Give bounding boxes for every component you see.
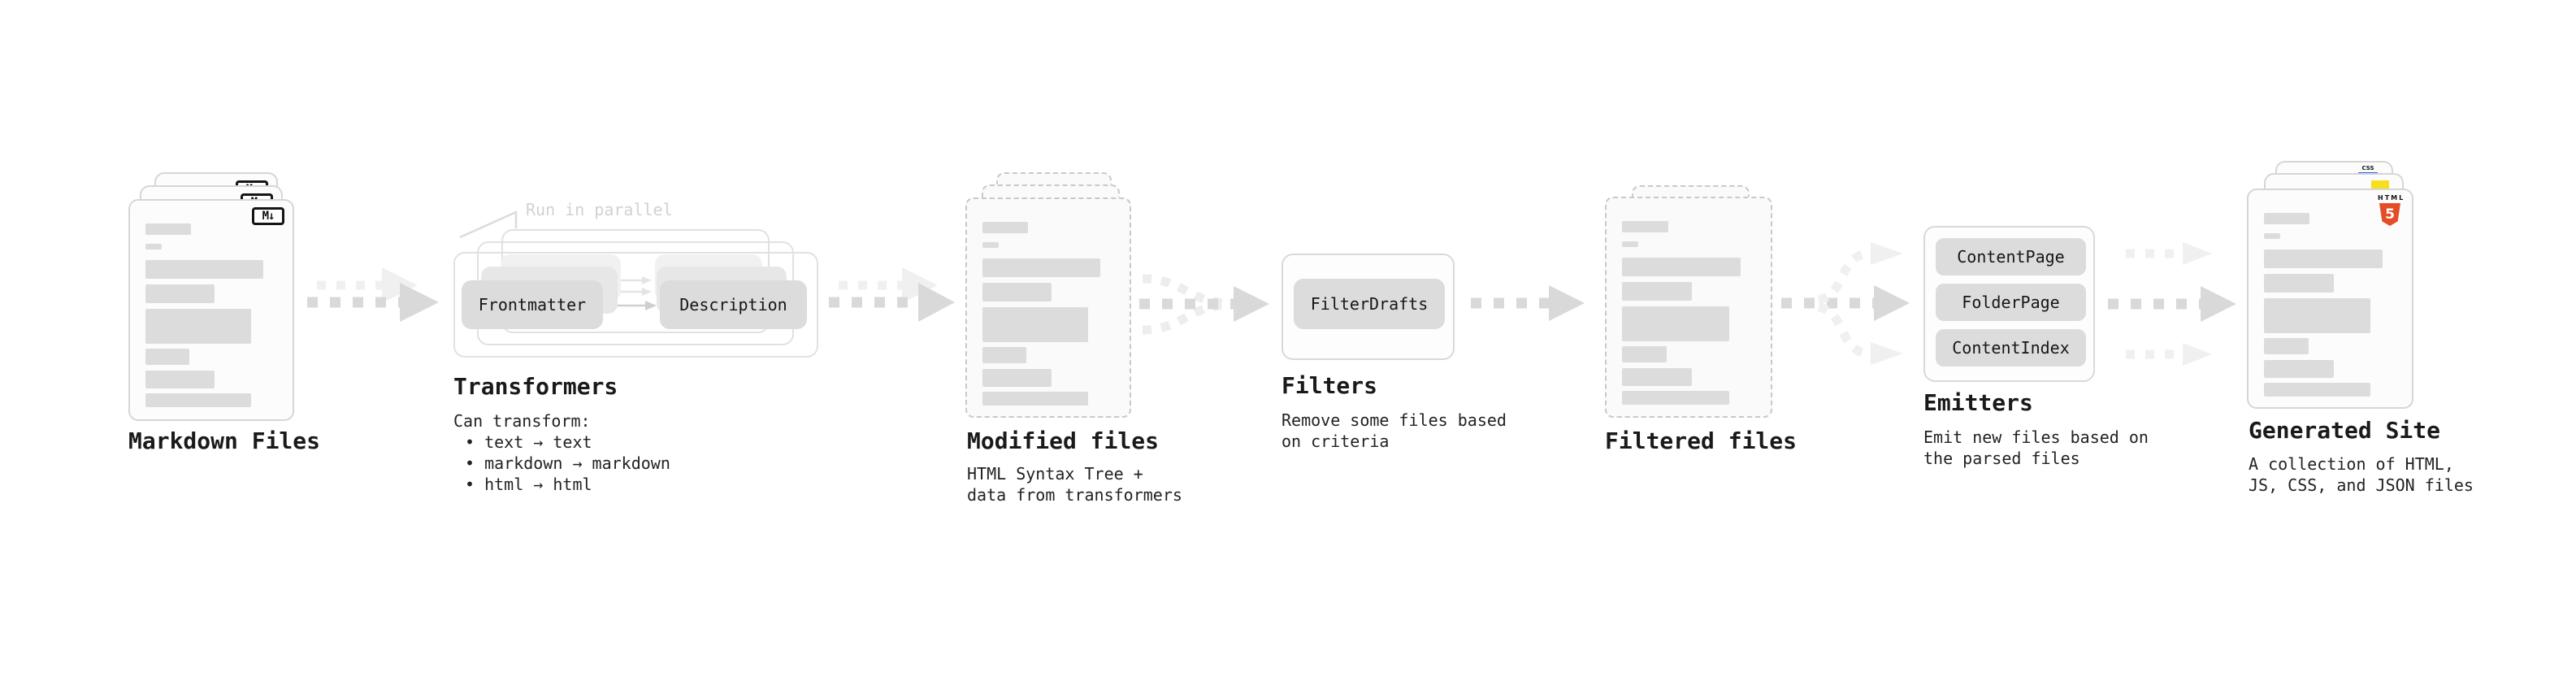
text-line-placeholder <box>145 371 215 388</box>
text-line-placeholder <box>1622 258 1741 276</box>
text-line-placeholder <box>982 307 1089 342</box>
contentindex-pill: ContentIndex <box>1936 329 2086 367</box>
filtered-files-title: Filtered files <box>1605 427 1798 454</box>
html5-icon: HTML 5 <box>2378 194 2405 226</box>
desc-line: A collection of HTML, <box>2249 454 2454 474</box>
run-in-parallel-annotation: Run in parallel <box>526 200 673 219</box>
html-file-card: HTML 5 <box>2247 189 2413 409</box>
emitters-title: Emitters <box>1923 389 2033 416</box>
frontmatter-pill: Frontmatter <box>462 280 603 329</box>
markdown-file-card-front: M↓ <box>128 199 294 421</box>
generated-site-description: A collection of HTML, JS, CSS, and JSON … <box>2249 453 2474 496</box>
desc-line: Remove some files based <box>1281 410 1507 430</box>
bullet-item: • markdown → markdown <box>465 453 670 473</box>
css-icon-label: CSS <box>2361 165 2374 171</box>
text-line-placeholder <box>2264 298 2371 333</box>
filters-box: FilterDrafts <box>1281 254 1455 360</box>
transformers-title: Transformers <box>453 373 618 400</box>
html5-shield: 5 <box>2379 203 2400 226</box>
emitters-description: Emit new files based on the parsed files <box>1923 427 2149 469</box>
text-line-placeholder <box>2264 383 2371 397</box>
arrow-markdown-to-transformers <box>307 267 439 322</box>
filtered-file-card-front <box>1605 197 1772 418</box>
text-line-placeholder <box>145 260 263 279</box>
desc-line: HTML Syntax Tree + <box>967 464 1143 484</box>
text-line-placeholder <box>1622 241 1639 247</box>
bullet-item: • text → text <box>465 432 592 452</box>
text-line-placeholder <box>2264 213 2310 224</box>
text-line-placeholder <box>982 392 1089 406</box>
arrow-transformers-to-modified <box>829 267 955 322</box>
filterdrafts-pill: FilterDrafts <box>1294 279 1445 329</box>
text-line-placeholder <box>1622 306 1729 341</box>
text-line-placeholder <box>982 222 1029 233</box>
bullet-item: • html → html <box>465 475 592 494</box>
text-line-placeholder <box>145 284 215 303</box>
markdown-icon: M↓ <box>252 207 284 225</box>
desc-line: data from transformers <box>967 485 1182 505</box>
text-line-placeholder <box>2264 338 2309 354</box>
text-line-placeholder <box>145 309 252 344</box>
folderpage-pill: FolderPage <box>1936 284 2086 321</box>
transformer-layer-box-front <box>453 252 818 358</box>
text-line-placeholder <box>145 244 162 249</box>
desc-line: Emit new files based on <box>1923 427 2149 447</box>
arrow-emitters-to-site <box>2108 242 2236 366</box>
text-line-placeholder <box>145 223 192 235</box>
text-line-placeholder <box>145 393 252 407</box>
emitters-box: ContentPage FolderPage ContentIndex <box>1923 226 2095 382</box>
modified-files-description: HTML Syntax Tree + data from transformer… <box>967 463 1182 505</box>
text-line-placeholder <box>2264 274 2334 293</box>
desc-line: on criteria <box>1281 432 1390 451</box>
modified-files-title: Modified files <box>967 427 1160 454</box>
transform-bullet-list: • text → text • markdown → markdown • ht… <box>453 432 670 495</box>
desc-line: the parsed files <box>1923 449 2080 468</box>
text-line-placeholder <box>1622 282 1692 301</box>
filters-description: Remove some files based on criteria <box>1281 410 1507 452</box>
text-line-placeholder <box>1622 221 1668 232</box>
text-line-placeholder <box>982 258 1100 277</box>
text-line-placeholder <box>1622 391 1729 405</box>
document-skeleton <box>967 199 1130 406</box>
arrow-filters-to-filtered <box>1471 285 1585 321</box>
contentpage-pill: ContentPage <box>1936 238 2086 275</box>
transformers-description: Can transform: • text → text • markdown … <box>453 410 670 495</box>
arrow-modified-to-filters-merge <box>1139 274 1269 335</box>
text-line-placeholder <box>145 349 190 365</box>
arrow-filtered-to-emitters-diverge <box>1781 242 1910 365</box>
html5-icon-label: HTML <box>2378 194 2405 202</box>
text-line-placeholder <box>2264 360 2334 378</box>
modified-file-card-front <box>965 197 1131 418</box>
filters-title: Filters <box>1281 372 1378 399</box>
text-line-placeholder <box>982 369 1052 387</box>
description-pill: Description <box>660 280 807 329</box>
document-skeleton <box>2249 190 2412 397</box>
document-skeleton <box>1607 198 1771 405</box>
text-line-placeholder <box>982 242 999 248</box>
text-line-placeholder <box>982 283 1052 301</box>
html5-icon-number: 5 <box>2385 206 2395 223</box>
text-line-placeholder <box>2264 249 2383 268</box>
desc-line: JS, CSS, and JSON files <box>2249 475 2474 495</box>
desc-line: Can transform: <box>453 411 591 431</box>
document-skeleton <box>130 201 293 407</box>
generated-site-title: Generated Site <box>2249 417 2441 444</box>
text-line-placeholder <box>1622 368 1692 386</box>
text-line-placeholder <box>2264 233 2281 239</box>
text-line-placeholder <box>1622 346 1667 362</box>
markdown-files-title: Markdown Files <box>128 427 321 454</box>
text-line-placeholder <box>982 347 1027 363</box>
